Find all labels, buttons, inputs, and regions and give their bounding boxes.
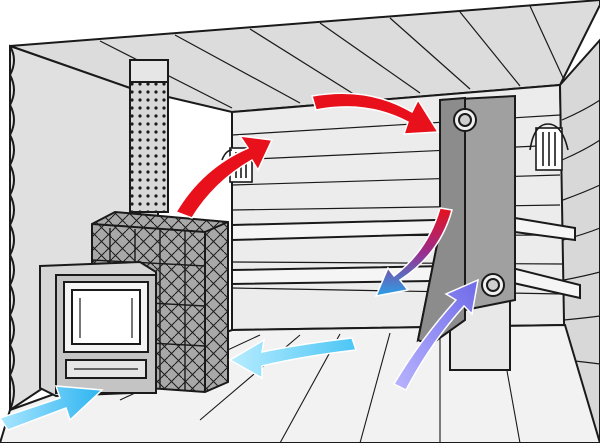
water-tank-icon [129,59,169,227]
arrow-down [374,207,453,297]
arrow-return [392,278,479,392]
airflow-arrows [0,92,479,431]
ceiling-boards [99,5,566,109]
arrow-ceiling [311,92,440,135]
left-wall-edge [8,45,15,411]
wood-stove-icon [39,260,157,398]
wall-lamp-right-icon [529,123,569,171]
arrow-inlet [0,385,104,431]
arrow-back [228,337,358,380]
arrow-rise [174,135,274,219]
